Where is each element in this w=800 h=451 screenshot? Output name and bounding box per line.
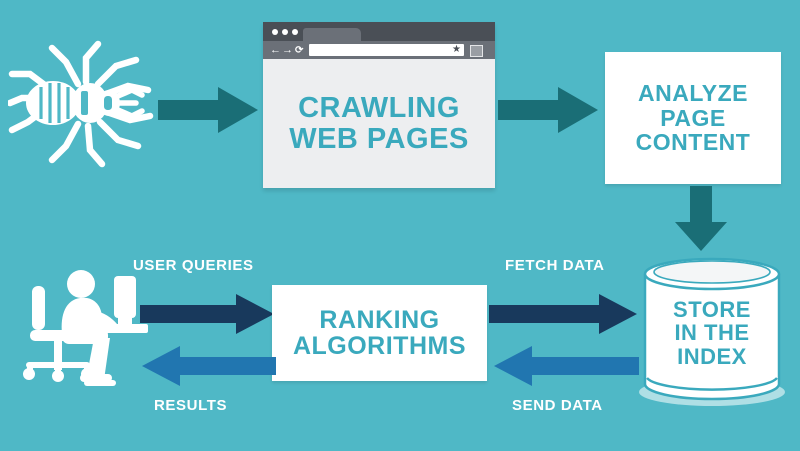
spider-icon [8, 38, 158, 168]
arrow-browser-to-analyze [498, 85, 600, 135]
store-in-the-index-database: STORE IN THE INDEX [635, 252, 789, 408]
menu-icon[interactable] [470, 45, 483, 57]
bookmark-star-icon[interactable]: ★ [452, 44, 461, 55]
label-results: RESULTS [154, 397, 228, 414]
browser-titlebar [263, 22, 495, 41]
person-at-desk-icon [18, 262, 153, 397]
ranking-algorithms-title: RANKING ALGORITHMS [292, 305, 467, 360]
window-maximize-dot[interactable] [292, 29, 298, 35]
reload-icon[interactable]: ⟳ [295, 45, 304, 56]
label-user-queries: USER QUERIES [133, 257, 254, 274]
arrow-store-to-ranking [492, 344, 639, 388]
browser-toolbar: ← → ⟳ ★ [263, 41, 495, 59]
arrow-spider-to-browser [158, 85, 260, 135]
arrow-analyze-to-store [673, 186, 729, 252]
window-close-dot[interactable] [272, 29, 278, 35]
analyze-line-2: PAGE [660, 104, 726, 131]
browser-page-content: CRAWLING WEB PAGES [263, 59, 495, 188]
crawling-title-line-2: WEB PAGES [289, 122, 469, 155]
arrow-ranking-to-store [489, 292, 639, 336]
crawling-web-pages-title: CRAWLING WEB PAGES [289, 93, 469, 154]
analyze-page-content-card: ANALYZE PAGE CONTENT [605, 52, 781, 184]
store-line-2: IN THE [674, 320, 750, 346]
ranking-line-1: RANKING [319, 305, 440, 334]
crawling-title-line-1: CRAWLING [298, 91, 460, 124]
address-bar[interactable]: ★ [309, 44, 464, 56]
browser-tab[interactable] [303, 28, 361, 41]
window-minimize-dot[interactable] [282, 29, 288, 35]
ranking-algorithms-card: RANKING ALGORITHMS [272, 285, 487, 381]
ranking-line-2: ALGORITHMS [292, 332, 467, 360]
arrow-ranking-to-user [140, 344, 276, 388]
store-line-1: STORE [673, 297, 751, 322]
arrow-user-to-ranking [140, 292, 276, 336]
browser-window: ← → ⟳ ★ CRAWLING WEB PAGES [263, 22, 495, 188]
analyze-line-3: CONTENT [635, 129, 751, 156]
store-in-the-index-title: STORE IN THE INDEX [635, 298, 789, 368]
forward-arrow-icon[interactable]: → [282, 44, 293, 56]
analyze-title: ANALYZE PAGE CONTENT [635, 80, 751, 156]
label-fetch-data: FETCH DATA [505, 257, 605, 274]
label-send-data: SEND DATA [512, 397, 603, 414]
analyze-line-1: ANALYZE [637, 80, 748, 107]
store-line-3: INDEX [677, 343, 747, 369]
back-arrow-icon[interactable]: ← [270, 44, 281, 56]
